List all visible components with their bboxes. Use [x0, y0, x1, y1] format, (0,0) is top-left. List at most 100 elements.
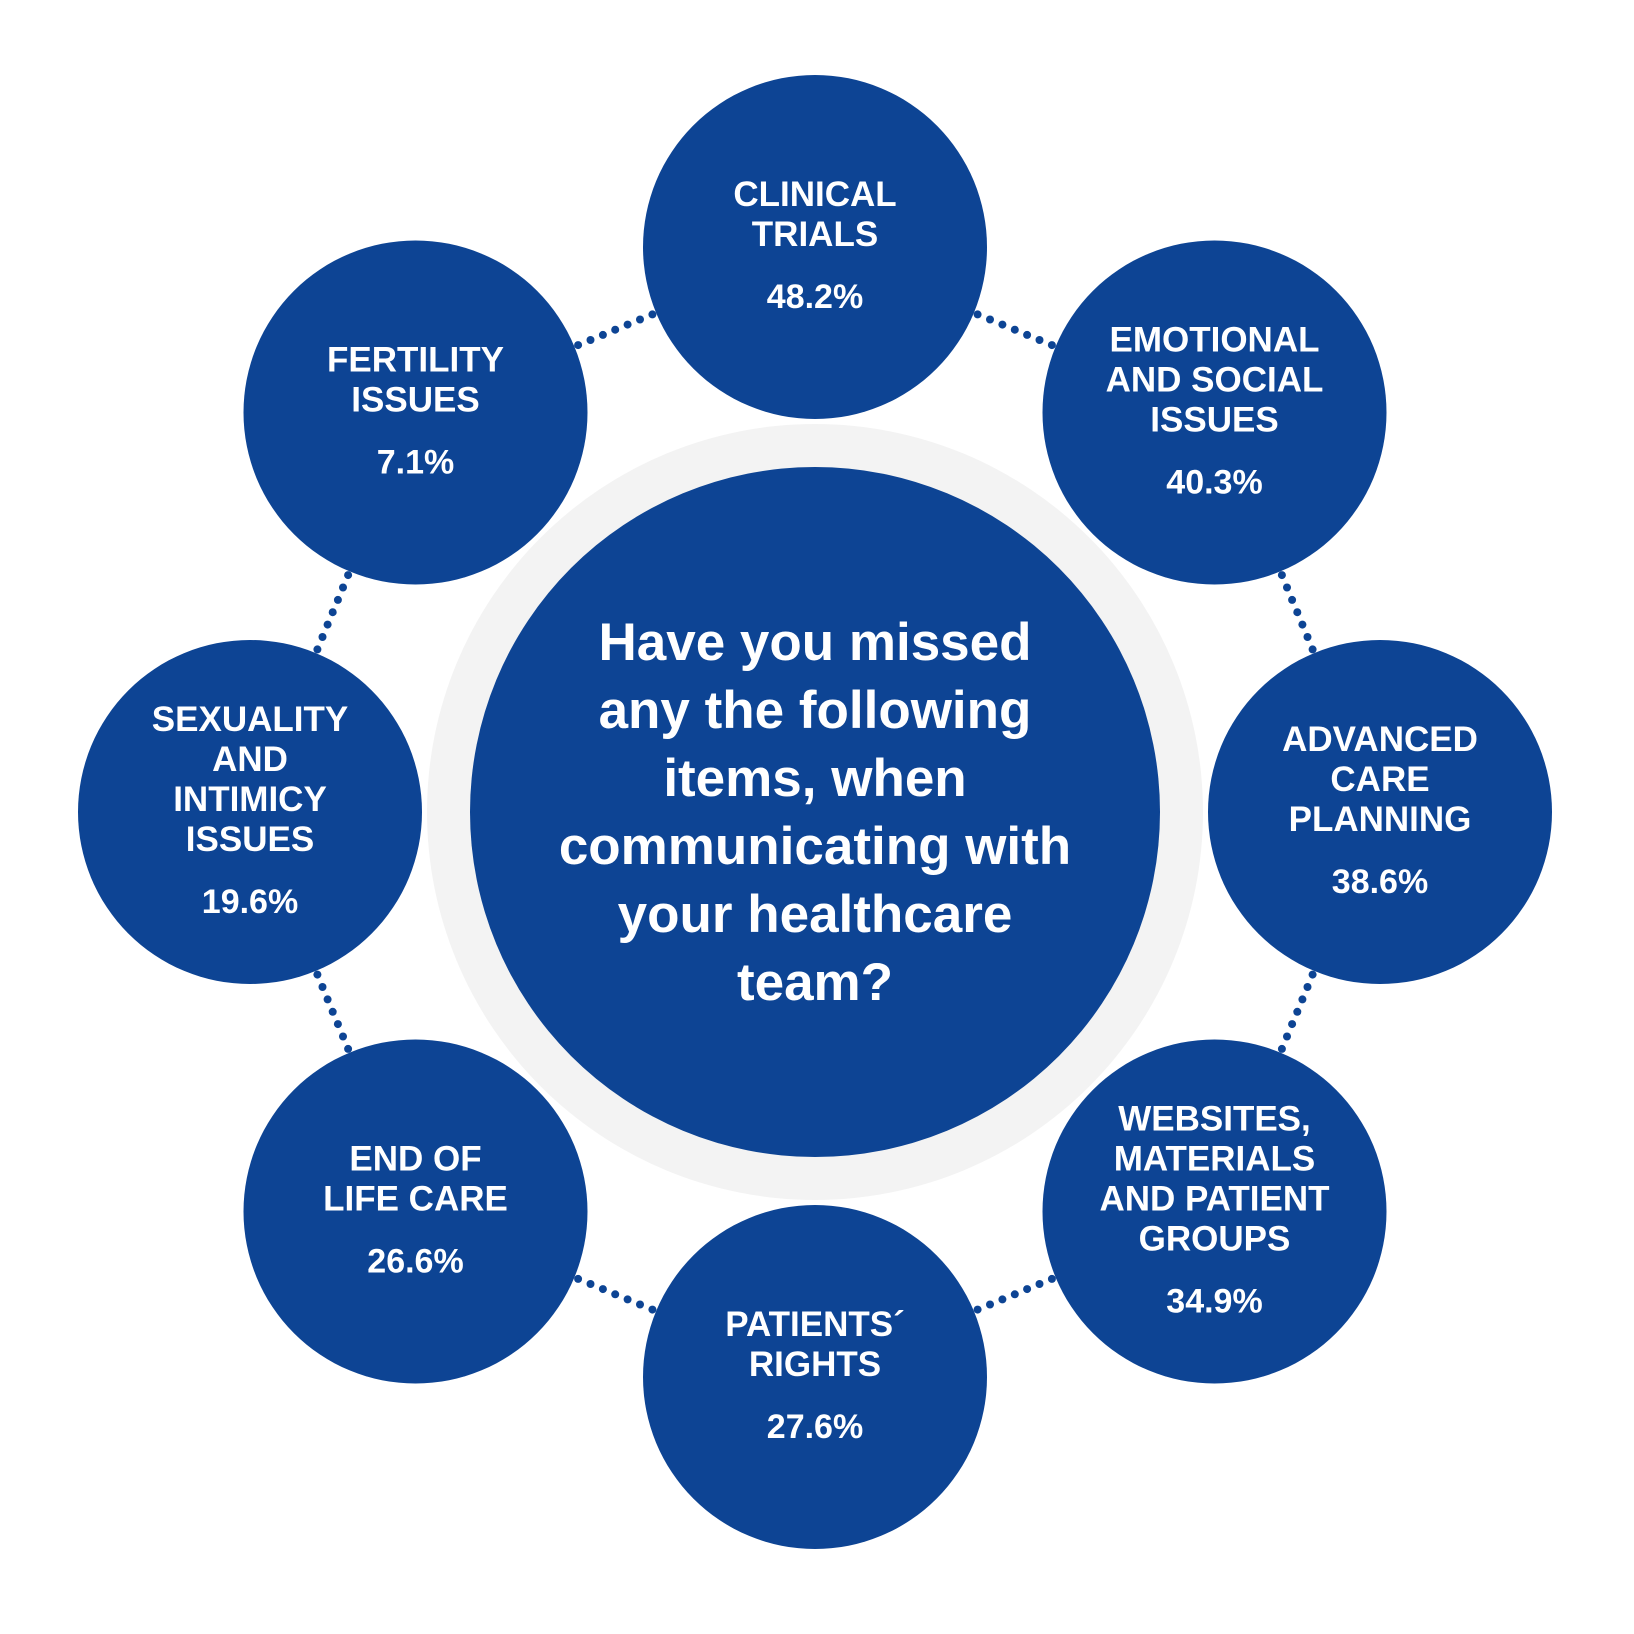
connector-dot [1047, 341, 1056, 350]
connector-dot [1298, 620, 1307, 629]
node-value: 27.6% [767, 1408, 863, 1446]
connector-dot [973, 310, 982, 319]
question-line: any the following [599, 681, 1032, 740]
center-question: Have you missed any the following items, w… [559, 613, 1071, 1012]
connector-dot [318, 633, 327, 641]
connector-dot [344, 1044, 353, 1053]
node-circle [78, 640, 422, 984]
connector-dot [1288, 595, 1297, 604]
node-label-line: ADVANCED [1282, 720, 1478, 759]
node-circle [1208, 640, 1552, 984]
question-line: Have you missed [598, 613, 1031, 672]
connector-dot [623, 1295, 632, 1304]
connector-dot [574, 341, 583, 350]
node-label-line: INTIMICY [173, 780, 327, 819]
connector-dot [973, 1305, 982, 1314]
connector-dot [1293, 608, 1302, 617]
dotted-connectors [313, 310, 1317, 1314]
node-label-line: AND PATIENT [1099, 1180, 1329, 1219]
question-line: your healthcare [618, 885, 1013, 944]
node-circle [643, 1205, 987, 1549]
node-patients-rights: PATIENTS´RIGHTS 27.6% [643, 1205, 987, 1549]
node-label-line: EMOTIONAL [1110, 321, 1320, 360]
question-line: items, when [663, 749, 966, 808]
connector-dot [318, 983, 327, 991]
node-label-line: RIGHTS [749, 1345, 881, 1384]
connector-dot [323, 620, 332, 629]
connector-dot [1023, 330, 1032, 339]
connector-dot [1010, 1290, 1019, 1299]
connector-dot [611, 1290, 620, 1299]
connector-dot [1035, 1280, 1044, 1288]
connector-dot [1298, 995, 1307, 1004]
connector-dot [333, 1020, 342, 1029]
connector-dot [998, 320, 1007, 329]
node-value: 26.6% [367, 1243, 463, 1281]
node-label-line: CARE [1330, 760, 1429, 799]
node-label-line: TRIALS [752, 215, 878, 254]
node-label-line: END OF [349, 1140, 481, 1179]
connector-dot [333, 595, 342, 604]
connector-dot [1283, 1032, 1291, 1041]
connector-dot [1303, 983, 1312, 991]
connector-dot [328, 1007, 337, 1016]
connector-dot [998, 1295, 1007, 1304]
node-label-line: LIFE CARE [323, 1180, 508, 1219]
connector-dot [313, 970, 322, 979]
connector-dot [1047, 1274, 1056, 1283]
node-label-line: ISSUES [351, 381, 479, 420]
connector-dot [986, 1300, 994, 1309]
connector-dot [1288, 1020, 1297, 1029]
node-value: 19.6% [202, 883, 298, 921]
node-circle [643, 75, 987, 419]
node-circle [243, 240, 588, 585]
connector-dot [636, 315, 644, 324]
question-line: team? [737, 953, 893, 1012]
node-label-line: AND [212, 740, 288, 779]
connector-dot [328, 608, 337, 617]
connector-dot [648, 310, 657, 319]
center-circle [470, 467, 1160, 1157]
node-label-line: FERTILITY [327, 341, 504, 380]
connector-dot [586, 336, 595, 344]
node-label-line: GROUPS [1139, 1220, 1291, 1259]
node-label-line: PLANNING [1289, 800, 1472, 839]
connector-dot [323, 995, 332, 1004]
connector-dot [1308, 970, 1317, 979]
connector-dot [636, 1300, 644, 1309]
connector-dot [598, 330, 607, 339]
connector-dot [1283, 583, 1291, 592]
node-circle [243, 1039, 588, 1384]
node-label-line: AND SOCIAL [1106, 361, 1324, 400]
connector-dot [339, 583, 347, 592]
node-value: 34.9% [1166, 1283, 1262, 1321]
node-label: PATIENTS´RIGHTS [725, 1305, 905, 1384]
node-circle [1042, 240, 1387, 585]
connector-dot [344, 571, 353, 580]
connector-dot [1277, 1044, 1286, 1053]
connector-dot [1277, 571, 1286, 580]
connector-dot [611, 325, 620, 334]
node-value: 7.1% [377, 444, 455, 482]
node-label-line: ISSUES [1150, 401, 1278, 440]
connector-dot [1303, 633, 1312, 641]
connector-dot [574, 1274, 583, 1283]
connector-dot [313, 645, 322, 654]
connector-dot [1035, 336, 1044, 344]
node-label-line: PATIENTS´ [725, 1305, 905, 1344]
node-label-line: ISSUES [186, 820, 314, 859]
